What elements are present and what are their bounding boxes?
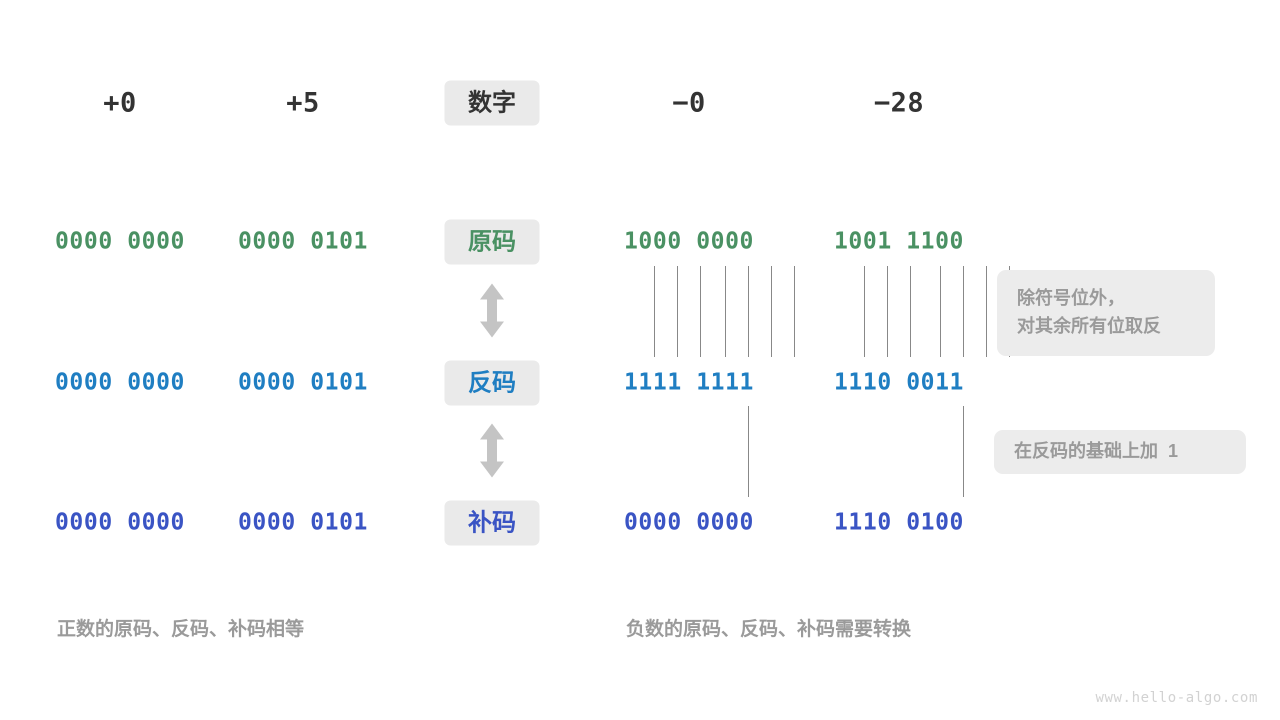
callout-invert-bits-line-2: 对其余所有位取反 bbox=[1017, 316, 1161, 336]
connector-line bbox=[725, 266, 726, 357]
connector-line bbox=[771, 266, 772, 357]
connector-line bbox=[940, 266, 941, 357]
bits-sign-magnitude-plus-zero: 0000 0000 bbox=[54, 228, 186, 255]
connector-line bbox=[700, 266, 701, 357]
callout-invert-bits: 除符号位外， 对其余所有位取反 bbox=[997, 270, 1215, 356]
caption-positive: 正数的原码、反码、补码相等 bbox=[57, 619, 305, 640]
connector-line bbox=[677, 266, 678, 357]
connector-line bbox=[864, 266, 865, 357]
double-arrow-ones-to-twos-icon bbox=[475, 423, 509, 484]
callout-invert-bits-line-1: 除符号位外， bbox=[1017, 288, 1125, 309]
connector-line bbox=[748, 406, 749, 497]
watermark: www.hello-algo.com bbox=[1095, 690, 1258, 706]
connector-line bbox=[794, 266, 795, 357]
column-header-minus-twentyeight: −28 bbox=[873, 87, 925, 119]
connector-line bbox=[963, 406, 964, 497]
column-header-minus-zero: −0 bbox=[672, 87, 706, 119]
double-arrow-sign-to-ones-icon bbox=[475, 283, 509, 344]
bits-twos-complement-minus-zero: 0000 0000 bbox=[623, 509, 755, 536]
connector-line bbox=[654, 266, 655, 357]
connector-line bbox=[986, 266, 987, 357]
connector-line bbox=[910, 266, 911, 357]
connector-line bbox=[963, 266, 964, 357]
bits-ones-complement-minus-twentyeight: 1110 0011 bbox=[833, 369, 965, 396]
bits-twos-complement-plus-zero: 0000 0000 bbox=[54, 509, 186, 536]
bits-twos-complement-minus-twentyeight: 1110 0100 bbox=[833, 509, 965, 536]
column-header-plus-five: +5 bbox=[286, 87, 320, 119]
bits-ones-complement-plus-zero: 0000 0000 bbox=[54, 369, 186, 396]
badge-ones-complement: 反码 bbox=[444, 360, 540, 406]
bits-twos-complement-plus-five: 0000 0101 bbox=[237, 509, 369, 536]
connector-line bbox=[748, 266, 749, 357]
bits-sign-magnitude-plus-five: 0000 0101 bbox=[237, 228, 369, 255]
bits-sign-magnitude-minus-twentyeight: 1001 1100 bbox=[833, 228, 965, 255]
badge-number-label: 数字 bbox=[444, 80, 540, 126]
callout-add-one: 在反码的基础上加 1 bbox=[994, 430, 1246, 474]
bits-ones-complement-minus-zero: 1111 1111 bbox=[623, 369, 755, 396]
column-header-plus-zero: +0 bbox=[103, 87, 137, 119]
caption-negative: 负数的原码、反码、补码需要转换 bbox=[626, 619, 912, 640]
bits-ones-complement-plus-five: 0000 0101 bbox=[237, 369, 369, 396]
connector-line bbox=[887, 266, 888, 357]
badge-twos-complement: 补码 bbox=[444, 500, 540, 546]
callout-add-one-line-1: 在反码的基础上加 1 bbox=[1014, 441, 1179, 462]
badge-sign-magnitude: 原码 bbox=[444, 219, 540, 265]
bits-sign-magnitude-minus-zero: 1000 0000 bbox=[623, 228, 755, 255]
